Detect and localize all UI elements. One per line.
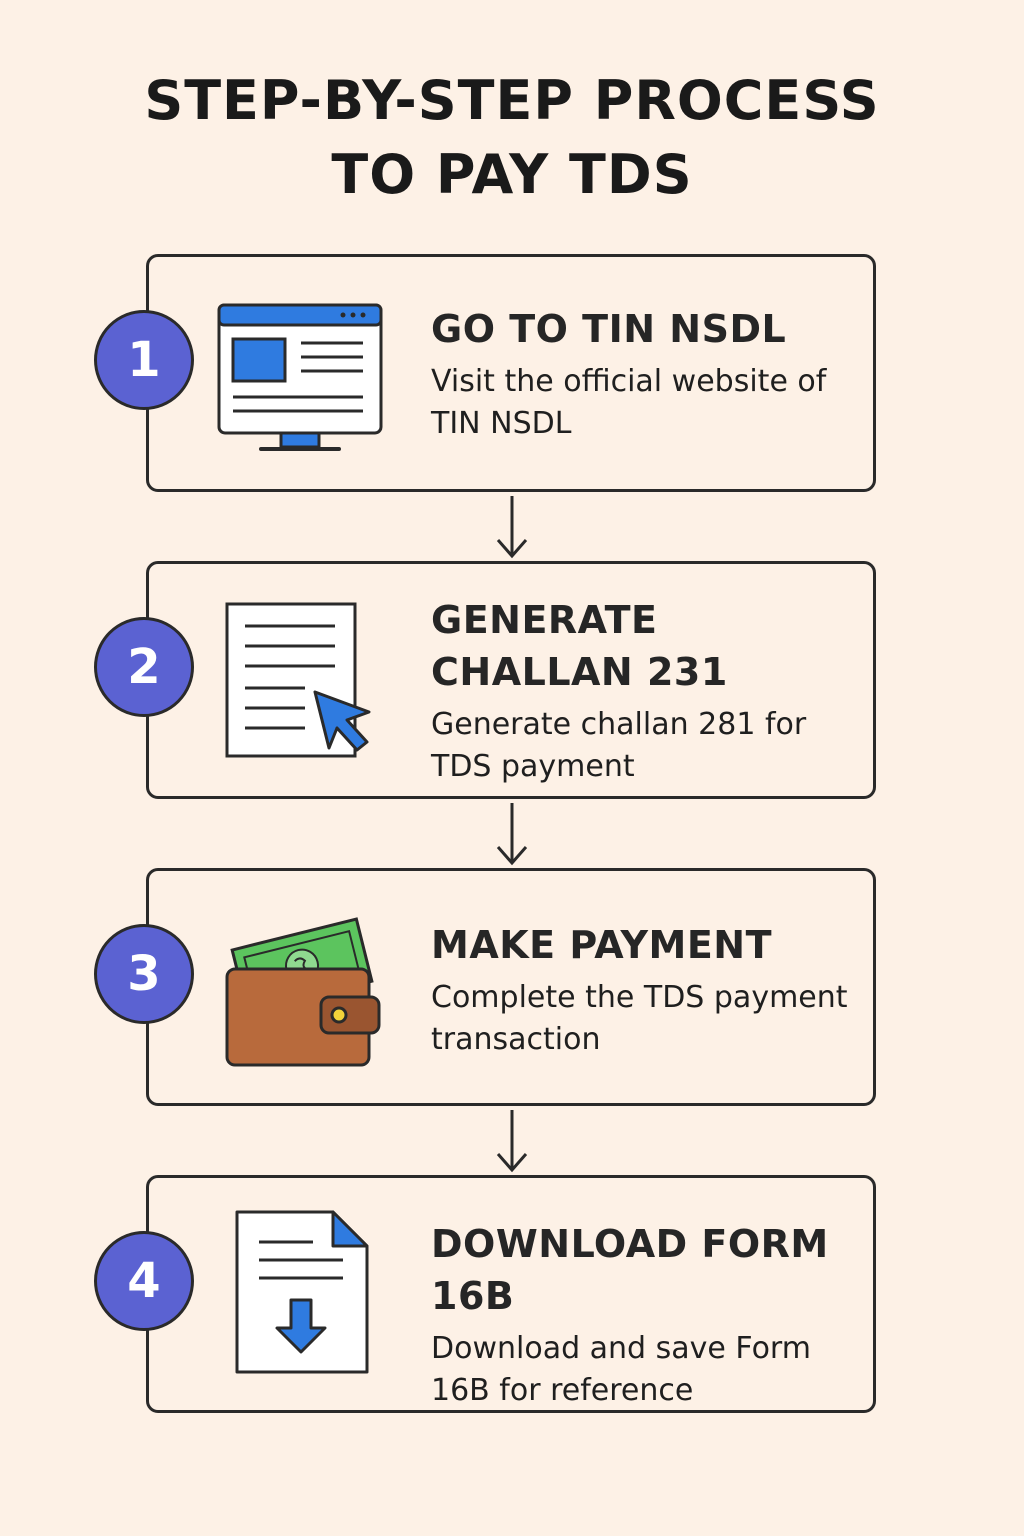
page-title-line-2: TO PAY TDS [331,143,693,206]
step-description-3: Complete the TDS payment transaction [431,980,848,1057]
monitor-website-icon [217,303,383,451]
download-document-icon [235,1210,369,1374]
page-title: STEP-BY-STEP PROCESS TO PAY TDS [0,64,1024,212]
arrow-down-icon [496,496,528,559]
step-card-2: GENERATE CHALLAN 231 Generate challan 28… [146,561,876,799]
page-title-line-1: STEP-BY-STEP PROCESS [144,69,880,132]
step-card-3: MAKE PAYMENT Complete the TDS payment tr… [146,868,876,1106]
step-number-badge-3: 3 [94,924,194,1024]
step-card-1: GO TO TIN NSDL Visit the official websit… [146,254,876,492]
step-description-4: Download and save Form 16B for reference [431,1331,811,1408]
step-description-1: Visit the official website of TIN NSDL [431,364,827,441]
step-text-3: MAKE PAYMENT Complete the TDS payment tr… [431,919,871,1061]
step-text-1: GO TO TIN NSDL Visit the official websit… [431,303,871,445]
step-text-4: DOWNLOAD FORM 16B Download and save Form… [431,1218,871,1412]
wallet-money-icon [225,917,381,1067]
arrow-down-icon [496,1110,528,1173]
step-number-badge-2: 2 [94,617,194,717]
step-description-2: Generate challan 281 for TDS payment [431,707,807,784]
step-text-2: GENERATE CHALLAN 231 Generate challan 28… [431,594,871,788]
step-number-badge-1: 1 [94,310,194,410]
document-cursor-icon [225,602,371,758]
step-title-2: GENERATE CHALLAN 231 [431,598,728,694]
step-title-3: MAKE PAYMENT [431,923,773,967]
step-card-4: DOWNLOAD FORM 16B Download and save Form… [146,1175,876,1413]
step-title-4: DOWNLOAD FORM 16B [431,1222,829,1318]
arrow-down-icon [496,803,528,866]
step-title-1: GO TO TIN NSDL [431,307,787,351]
step-number-badge-4: 4 [94,1231,194,1331]
